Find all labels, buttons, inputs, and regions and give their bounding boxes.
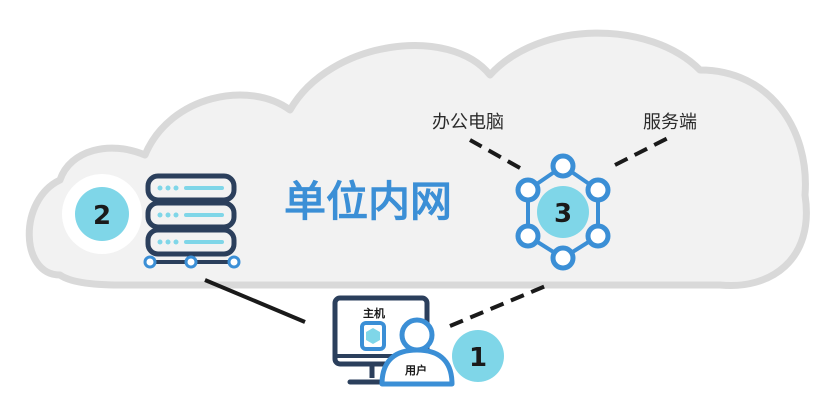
cloud-shape [25,29,810,290]
office-pc-label: 办公电脑 [432,112,504,133]
badge-1-circle [452,330,504,382]
host-computer-icon [332,295,430,385]
user-label: 用户 [405,363,427,377]
link-host-to-hub [449,283,549,328]
cloud-title: 单位内网 [284,177,452,226]
network-hub-icon [515,153,611,271]
link-hub-to-server-side [614,136,669,167]
server-icon [143,173,241,269]
badge-2-circle [75,187,129,241]
user-icon [379,317,455,387]
badge-1-label: 1 [469,343,487,373]
badge-2-label: 2 [93,201,111,231]
link-hub-to-office-pc [469,138,521,170]
badge-3-label: 3 [554,199,572,229]
link-server-to-host [204,278,306,324]
server-side-label: 服务端 [643,112,697,133]
host-label: 主机 [363,306,385,320]
